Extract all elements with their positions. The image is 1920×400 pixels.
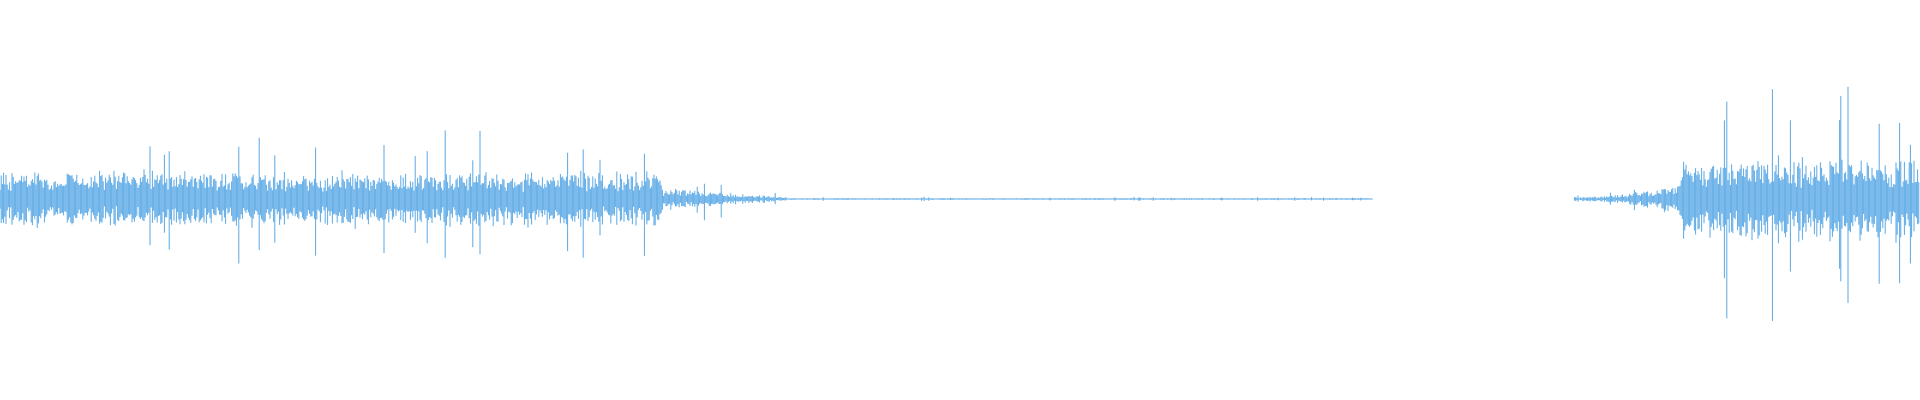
waveform-path <box>0 86 1920 321</box>
waveform-bars <box>0 86 1920 321</box>
